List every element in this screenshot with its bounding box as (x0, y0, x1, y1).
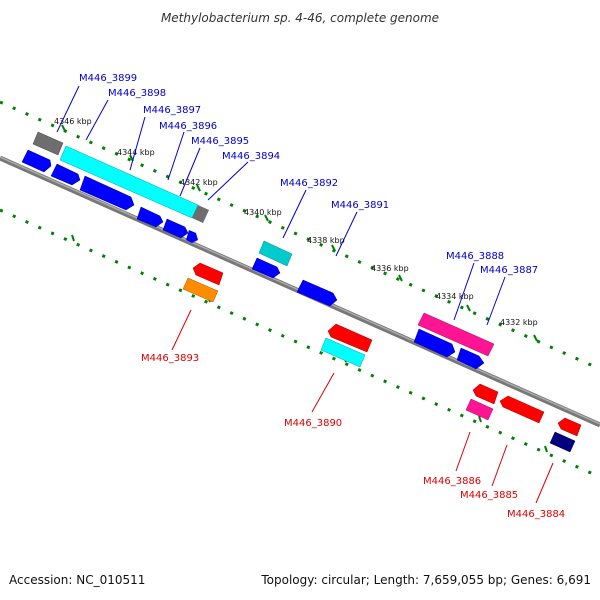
tick-label: 4338 kbp (307, 236, 345, 245)
gene-label[interactable]: M446_3891 (331, 200, 389, 211)
gene-M446_3899-tail (192, 205, 209, 223)
gene-label[interactable]: M446_3890 (284, 418, 342, 429)
gene-M446_3890[interactable] (320, 337, 366, 368)
gene-label[interactable]: M446_3897 (143, 105, 201, 116)
gene-label[interactable]: M446_3896 (159, 121, 217, 132)
tick-label: 4344 kbp (117, 148, 155, 157)
gene-M446_3887[interactable] (413, 328, 456, 358)
gene-M446_3890-red[interactable] (327, 323, 373, 353)
reverse-leaders (171, 309, 554, 504)
tick-label: 4346 kbp (54, 117, 92, 126)
tick-label: 4340 kbp (244, 208, 282, 217)
gene-M446_3894b[interactable] (162, 218, 189, 239)
accession-text: Accession: NC_010511 (9, 573, 146, 587)
gene-label[interactable]: M446_3887 (480, 265, 538, 276)
gene-arrow-small[interactable] (186, 230, 198, 243)
gene-M446_3886[interactable] (465, 398, 494, 421)
gene-label[interactable]: M446_3892 (280, 178, 338, 189)
gene-M446_3886-red[interactable] (472, 383, 499, 405)
gene-label[interactable]: M446_3886 (423, 476, 481, 487)
tick-label: 4334 kbp (436, 292, 474, 301)
gene-M446_3899[interactable] (32, 131, 64, 156)
gene-M446_3884[interactable] (549, 431, 576, 453)
forward-tick-track (0, 100, 600, 371)
gene-M446_3893[interactable] (182, 277, 219, 303)
reverse-gene-labels: M446_3893 M446_3890 M446_3886 M446_3885 … (141, 353, 565, 520)
gene-M446_3885[interactable] (499, 395, 545, 424)
forward-genes (21, 131, 495, 370)
gene-M446_3896[interactable] (50, 163, 81, 186)
gene-label[interactable]: M446_3899 (79, 73, 137, 84)
gene-label[interactable]: M446_3894 (222, 151, 280, 162)
tick-label: 4342 kbp (180, 178, 218, 187)
gene-M446_3892[interactable] (258, 240, 293, 267)
tick-label: 4336 kbp (371, 264, 409, 273)
gene-M446_3891[interactable] (296, 279, 338, 307)
reverse-genes (182, 262, 582, 453)
gene-label[interactable]: M446_3885 (460, 490, 518, 501)
forward-gene-labels: M446_3899 M446_3898 M446_3897 M446_3896 … (79, 73, 538, 276)
gene-M446_3897[interactable] (79, 175, 135, 211)
gene-M446_3893-red[interactable] (192, 262, 224, 286)
map-title: Methylobacterium sp. 4-46, complete geno… (161, 11, 439, 25)
gene-label[interactable]: M446_3895 (191, 136, 249, 147)
gene-label[interactable]: M446_3898 (108, 88, 166, 99)
forward-leaders (56, 85, 506, 326)
gene-M446_3895[interactable] (136, 206, 164, 228)
gene-M446_3888[interactable] (417, 312, 495, 357)
gene-label[interactable]: M446_3888 (446, 251, 504, 262)
gene-label[interactable]: M446_3893 (141, 353, 199, 364)
gene-M446_3892-arrow[interactable] (251, 257, 281, 279)
tick-label: 4332 kbp (500, 318, 538, 327)
topology-text: Topology: circular; Length: 7,659,055 bp… (261, 573, 591, 587)
gene-label[interactable]: M446_3884 (507, 509, 565, 520)
reverse-tick-track (0, 208, 600, 479)
gene-M446_3894[interactable] (21, 149, 52, 173)
gene-M446_3884-red[interactable] (557, 417, 582, 437)
gene-M446_3887b[interactable] (456, 347, 485, 370)
